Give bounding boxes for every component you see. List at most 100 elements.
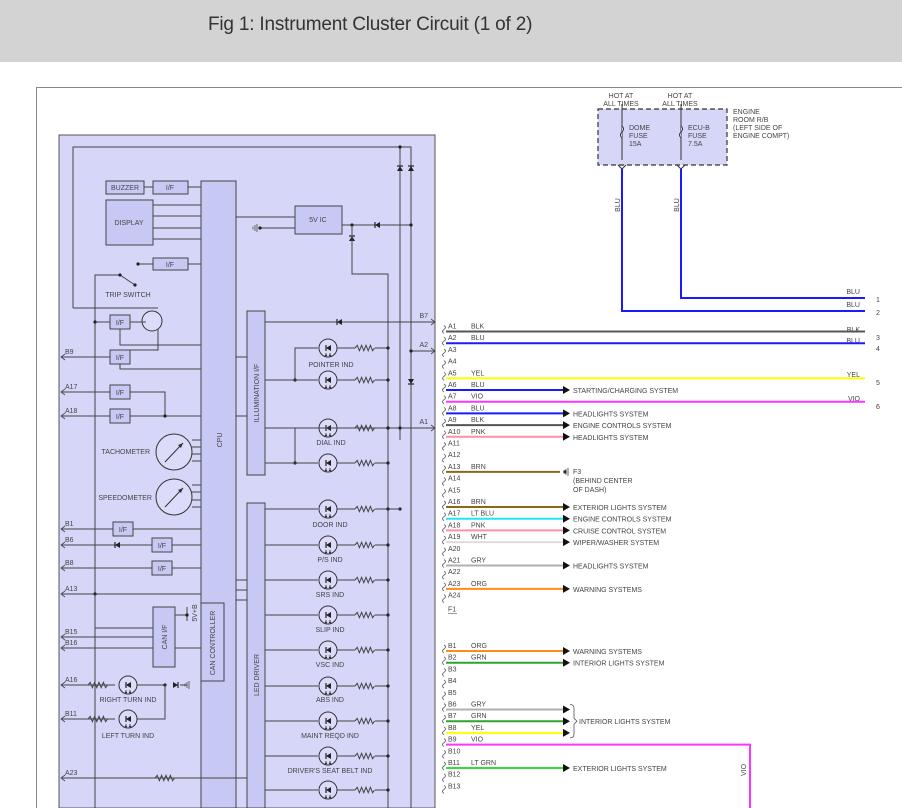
resistor-icon [354,343,376,353]
connector-pin-label: A19 [448,534,461,541]
right-pin-label: B7 [419,313,428,320]
connector-pin-label: A22 [448,569,461,576]
connector-pin-icon [442,749,446,759]
wire-color-label: BLK [471,324,485,331]
fuse-box-location: (LEFT SIDE OF [733,125,782,132]
connector-pin-icon [442,500,446,510]
wire-color-label: GRN [471,713,487,720]
destination-label: WARNING SYSTEMS [573,587,642,594]
wire [130,329,159,351]
led-triangle [326,377,331,383]
wire-color-label: VIO [741,763,748,776]
five-v-ic-block [294,205,343,235]
connector-pin-icon [442,547,446,557]
led-arrows [324,514,332,518]
connector-pin-label: A21 [448,558,461,565]
trip-switch-label: TRIP SWITCH [105,292,150,299]
junction-dot [163,414,167,418]
diode-triangle [375,222,380,228]
if-label: I/F [166,262,174,269]
wire-color-label: YEL [471,725,484,732]
left-pin-label: B9 [65,349,74,356]
junction-dot [136,262,140,266]
indicator-label: MAINT REQD IND [301,733,359,740]
wire-color-label: ORG [471,643,487,650]
destination-label: HEADLIGHTS SYSTEM [573,411,649,418]
destination-label: HEADLIGHTS SYSTEM [573,564,649,571]
diode-triangle [408,166,414,171]
destination-label: INTERIOR LIGHTS SYSTEM [579,719,671,726]
indicator-led-icon [318,640,338,660]
group-bracket [569,704,578,739]
connector-pin-label: A10 [448,429,461,436]
connector-pin-label: A13 [448,464,461,471]
connector-pin-label: A7 [448,394,457,401]
destination-label: INTERIOR LIGHTS SYSTEM [573,661,665,668]
fuse-box-location: ENGINE [733,109,760,116]
trip-switch-icon [119,274,136,286]
cpu-label: CPU [217,433,224,448]
junction-dot [386,461,390,465]
connector-pin-icon [442,738,446,747]
left-pin-label: A18 [65,408,78,415]
indicator-label: P/S IND [317,557,342,564]
fuse-rating: 7.5A [688,141,703,148]
diode-icon [397,165,403,171]
wire-color-label: BLU [846,302,860,309]
connector-pin-icon [442,773,446,783]
fuse-label: FUSE [688,133,707,140]
led-arrows [324,585,332,589]
fuse-name: DOME [629,125,650,132]
junction-dot [386,684,390,688]
hot-at-label: ALL TIMES [603,101,639,108]
connector-pin-icon [442,656,446,666]
junction-dot [258,226,262,230]
connector-icon [676,164,686,170]
led-triangle [126,716,131,722]
led-driver-label: LED DRIVER [254,654,261,696]
if-label: I/F [158,543,166,550]
led-triangle [326,753,331,759]
connector-pin-icon [442,465,446,475]
led-arrows [124,690,132,694]
diode-triangle [115,542,120,548]
cluster-power-wire [72,146,401,440]
connector-pin-label: A18 [448,522,461,529]
junction-dot [386,754,390,758]
connector-pin-label: B6 [448,702,457,709]
five-v-b-label: 5V+B [192,604,199,622]
if-label: I/F [119,527,127,534]
wire-number: 6 [876,404,880,411]
connector-pin-label: A20 [448,546,461,553]
connector-pin-icon [442,594,446,603]
fuse-box-location: ENGINE COMPT) [733,133,789,140]
connector-pin-icon [442,442,446,451]
connector-pin-label: A24 [448,593,461,600]
wire-color-label: BRN [471,464,486,471]
destination-label: WARNING SYSTEMS [573,649,642,656]
ground-id: F3 [573,469,581,476]
left-pin-label: B15 [65,629,78,636]
junction-dot [386,426,390,430]
junction-dot [386,578,390,582]
indicator-led-icon [318,338,338,358]
wire-color-label: BLU [471,405,485,412]
wire-color-label: VIO [848,396,861,403]
destination-label: EXTERIOR LIGHTS SYSTEM [573,766,667,773]
arrow-icon [563,526,570,535]
if-label: I/F [116,414,124,421]
led-arrows [324,353,332,357]
arrow-icon [563,514,570,523]
destination-label: CRUISE CONTROL SYSTEM [573,528,666,535]
indicator-led-icon [318,570,338,590]
destination-label: EXTERIOR LIGHTS SYSTEM [573,505,667,512]
right-pin-label: A1 [419,419,428,426]
right-turn-led-icon [118,675,138,695]
arrow-icon [563,503,570,511]
arrow-icon [563,728,570,737]
wire-color-label: BLU [846,338,860,345]
wire-color-label: BRN [471,499,486,506]
connector-pin-icon [442,371,446,381]
connector-pin-icon [442,726,446,736]
connector-pin-label: A14 [448,476,461,483]
